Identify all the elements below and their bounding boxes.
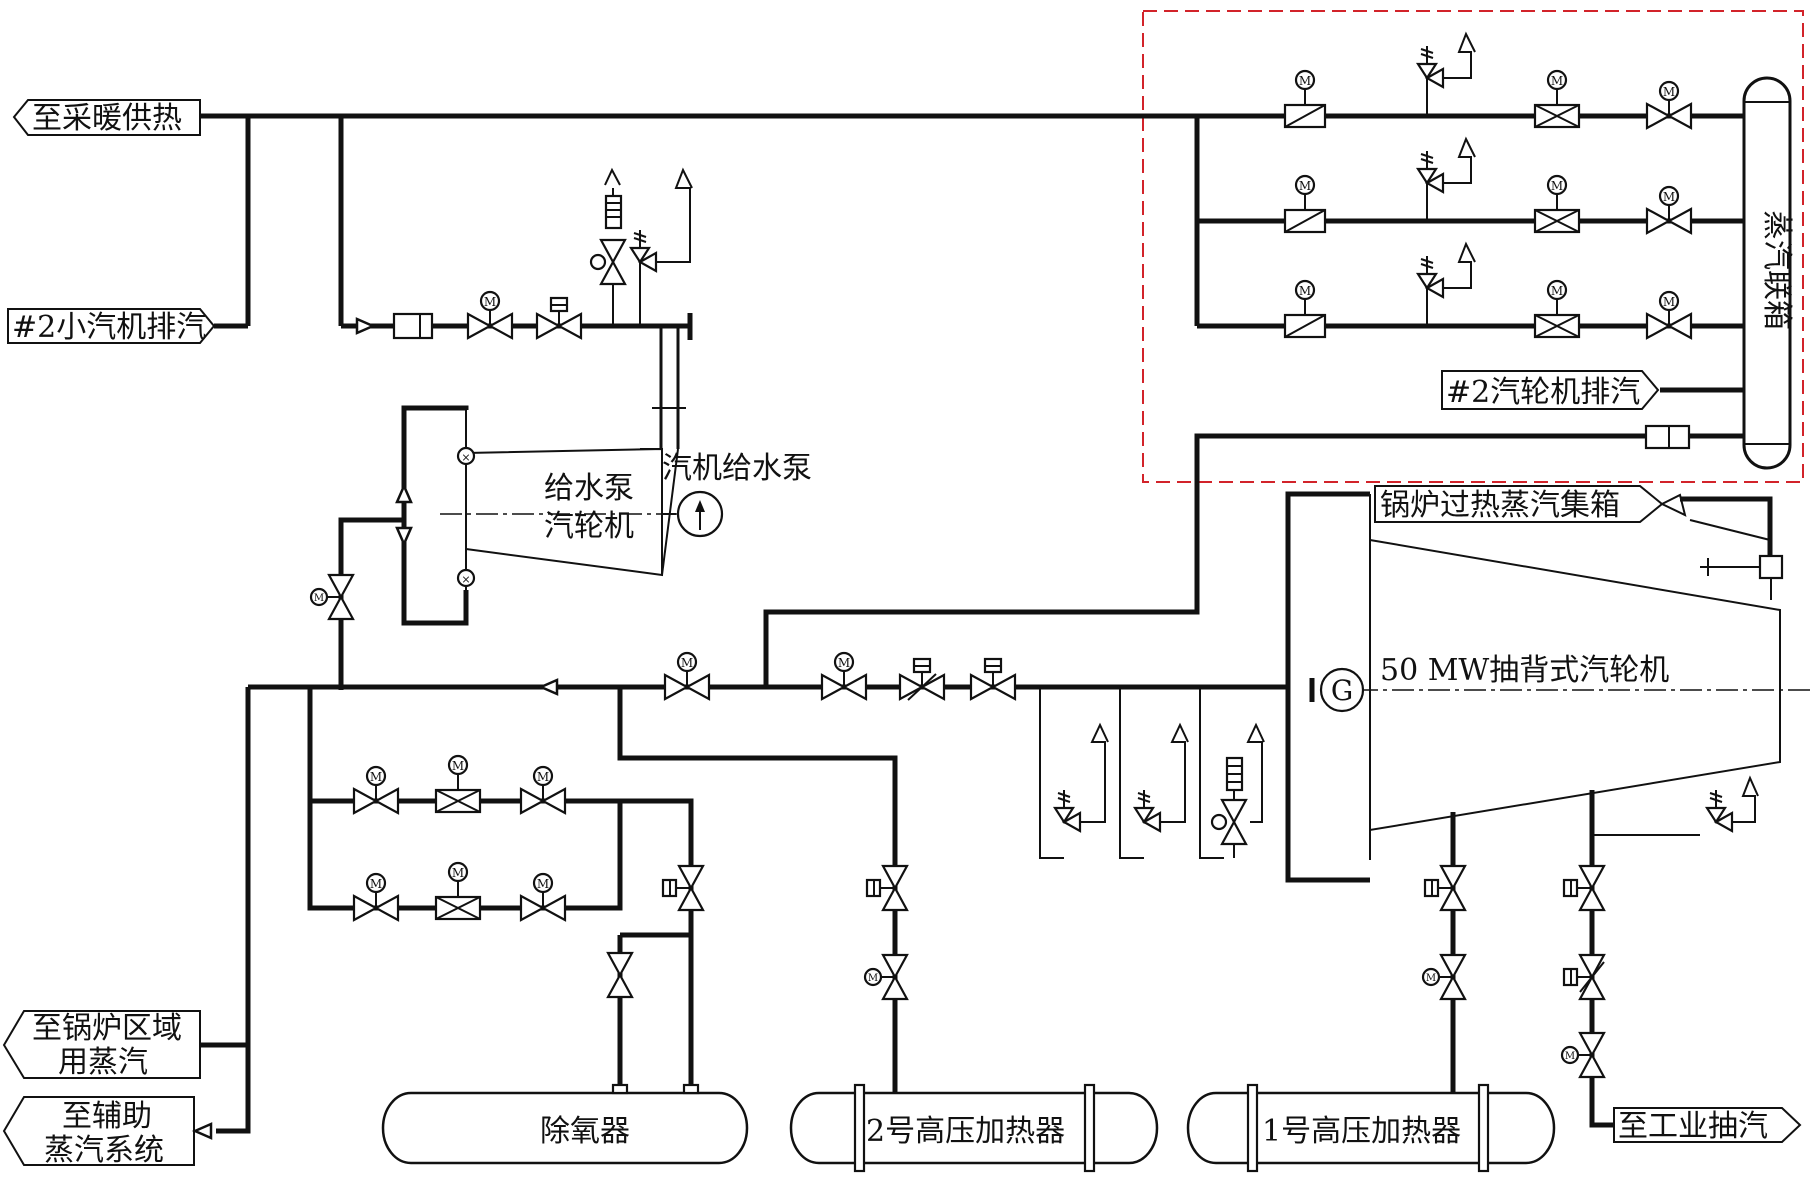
svg-text:×: × bbox=[461, 573, 470, 586]
fw-exhaust-motor-valve bbox=[309, 573, 355, 621]
steam-header-boundary bbox=[1142, 10, 1804, 483]
deaerator-vessel: 除氧器 bbox=[381, 1083, 749, 1165]
industrial-extraction-label: 至工业抽汽 bbox=[1618, 1109, 1768, 1144]
generator-label: G bbox=[1331, 674, 1353, 707]
hp-heater-1-label: 1号高压加热器 bbox=[1262, 1114, 1461, 1149]
steam-header-zone: #2汽轮机排汽 蒸汽联箱 bbox=[1197, 31, 1794, 470]
turbine2-exhaust-label: #2汽轮机排汽 bbox=[1446, 375, 1640, 410]
svg-text:×: × bbox=[461, 451, 470, 464]
fw-control-valve bbox=[535, 296, 583, 340]
fw-turbine-label-2: 汽轮机 bbox=[544, 509, 634, 544]
hp-heater-2-label: 2号高压加热器 bbox=[866, 1114, 1065, 1149]
small-turbine-exhaust-tag: #2小汽机排汽 bbox=[7, 308, 216, 345]
boiler-header-tag: 锅炉过热蒸汽集箱 bbox=[1374, 485, 1664, 523]
main-turbine-label: 50 MW抽背式汽轮机 bbox=[1380, 653, 1669, 688]
steam-header-vessel: 蒸汽联箱 bbox=[1742, 76, 1794, 470]
heating-main-pipe bbox=[200, 113, 1285, 329]
strainer bbox=[392, 312, 434, 340]
heating-supply-label: 至采暖供热 bbox=[32, 101, 182, 136]
main-turbine: G 50 MW抽背式汽轮机 锅炉过热蒸汽集箱 bbox=[1039, 485, 1812, 1144]
main-motor-valve-2 bbox=[820, 651, 868, 701]
main-motor-valve-1 bbox=[663, 651, 711, 701]
hp-heater-1-vessel: 1号高压加热器 bbox=[1186, 1083, 1556, 1173]
auxiliary-label-1: 至辅助 bbox=[62, 1099, 152, 1134]
steam-header-label: 蒸汽联箱 bbox=[1759, 210, 1794, 330]
generator bbox=[1319, 667, 1365, 713]
fw-motor-valve bbox=[466, 290, 514, 340]
auxiliary-label-2: 蒸汽系统 bbox=[44, 1133, 164, 1168]
boiler-header-label: 锅炉过热蒸汽集箱 bbox=[1380, 488, 1620, 523]
turbine-fw-pump-label: 汽机给水泵 bbox=[662, 451, 812, 486]
fw-turbine-exhaust-loop bbox=[309, 405, 469, 690]
fw-turbine-supply-line bbox=[341, 167, 693, 576]
fw-safety-valve bbox=[629, 228, 658, 273]
heating-supply-tag: 至采暖供热 bbox=[12, 99, 201, 136]
small-turbine-exhaust-label: #2小汽机排汽 bbox=[12, 310, 206, 345]
auxiliary-steam-tag: 至辅助 蒸汽系统 bbox=[2, 1096, 195, 1168]
boiler-area-tag: 至锅炉区域 用蒸汽 bbox=[2, 1010, 201, 1080]
turbine2-exhaust-tag: #2汽轮机排汽 bbox=[1441, 370, 1660, 410]
main-check-valve bbox=[898, 657, 946, 701]
main-control-valve bbox=[969, 657, 1017, 701]
boiler-area-label-1: 至锅炉区域 bbox=[32, 1011, 182, 1046]
hp-heater-2-vessel: 2号高压加热器 bbox=[789, 1083, 1159, 1173]
fw-relief-valve-1 bbox=[589, 238, 627, 286]
fw-turbine-label-1: 给水泵 bbox=[544, 471, 634, 506]
boiler-area-label-2: 用蒸汽 bbox=[58, 1045, 148, 1080]
feedwater-pump-turbine: × × 给水泵 汽轮机 汽机给水泵 bbox=[440, 410, 812, 590]
main-steam-header bbox=[193, 433, 1740, 1140]
prv-branches bbox=[307, 687, 909, 1093]
deaerator-label: 除氧器 bbox=[540, 1114, 630, 1149]
industrial-extraction-tag: 至工业抽汽 bbox=[1613, 1107, 1802, 1144]
